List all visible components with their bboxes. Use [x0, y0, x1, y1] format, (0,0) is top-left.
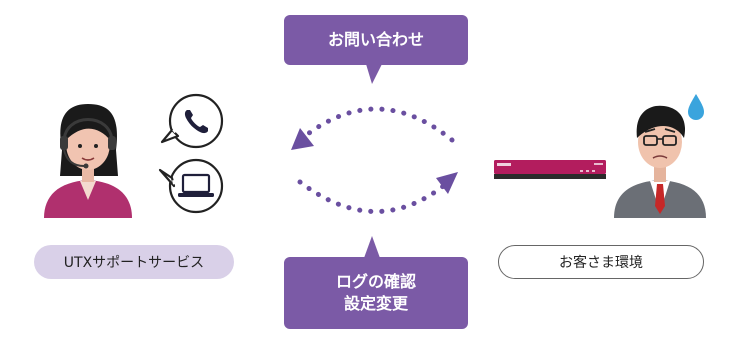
- config-change-label: 設定変更: [343, 294, 408, 313]
- customer-env-pill: お客さま環境: [498, 245, 704, 279]
- inquiry-label: お問い合わせ: [327, 30, 424, 49]
- sweat-drop-icon: [688, 94, 704, 120]
- phone-icon: [184, 110, 208, 134]
- upper-arc-arrowhead: [291, 128, 314, 150]
- laptop-bubble: [158, 158, 224, 214]
- lower-arc-arrowhead: [436, 172, 458, 194]
- lower-dotted-arc: [297, 179, 449, 214]
- inquiry-callout: お問い合わせ: [284, 15, 468, 65]
- phone-bubble: [160, 93, 224, 149]
- log-check-label: ログの確認: [335, 272, 416, 291]
- log-config-callout: ログの確認 設定変更: [284, 257, 468, 329]
- upper-dotted-arc: [297, 106, 455, 143]
- support-operator-illustration: [44, 104, 132, 218]
- customer-env-label: お客さま環境: [559, 255, 643, 271]
- utx-device: [494, 160, 606, 179]
- customer-illustration: [614, 105, 706, 218]
- support-service-pill: UTXサポートサービス: [34, 245, 234, 279]
- laptop-icon: [178, 173, 214, 197]
- inquiry-callout-pointer: [366, 64, 382, 84]
- log-callout-pointer: [364, 236, 380, 258]
- support-service-label: UTXサポートサービス: [63, 255, 205, 271]
